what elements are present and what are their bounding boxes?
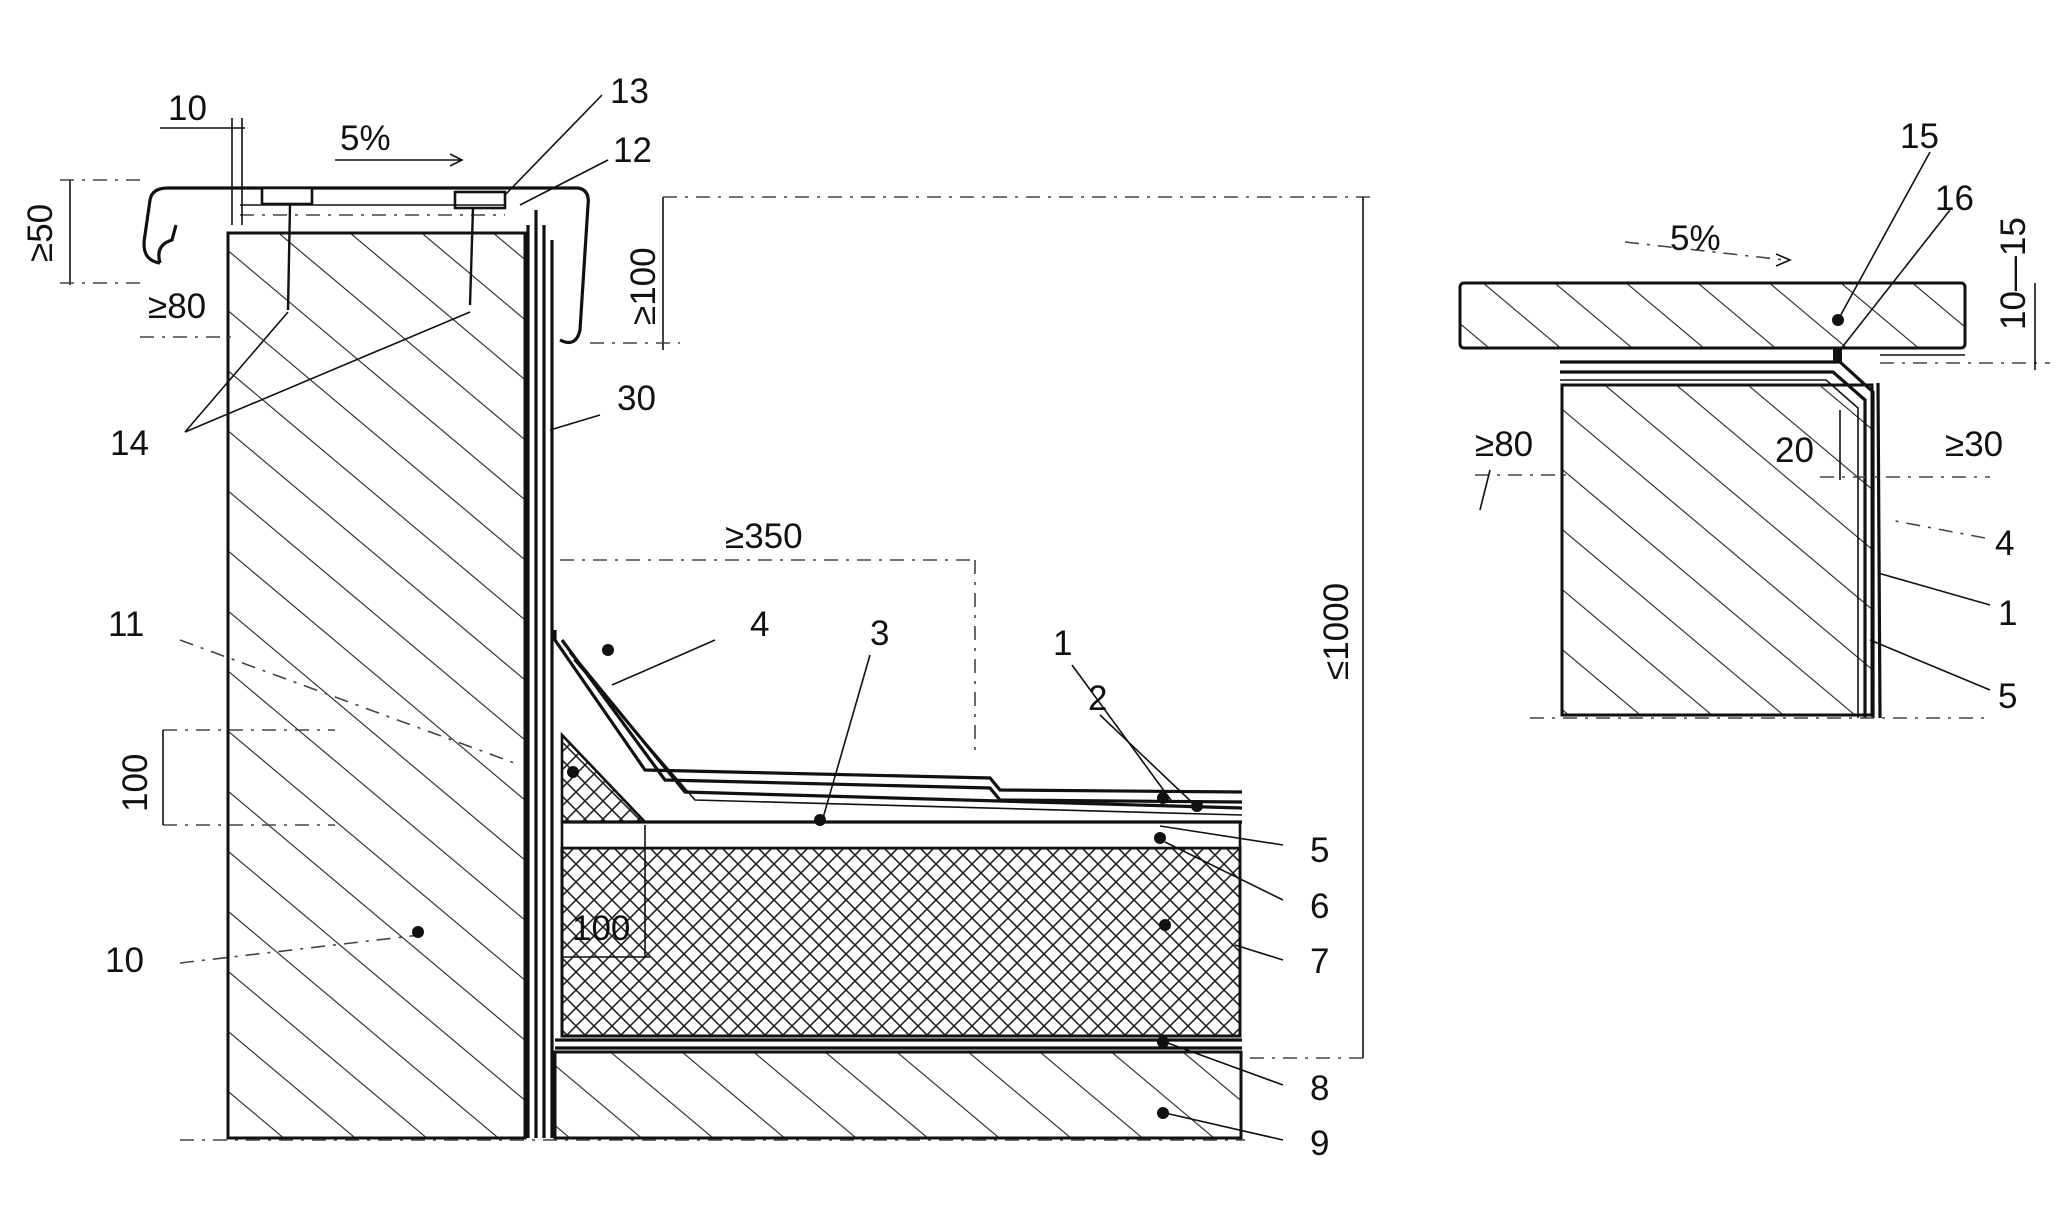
coping-cap xyxy=(142,186,590,344)
insulation-layer xyxy=(560,846,1242,1038)
base-slab xyxy=(553,1050,1243,1140)
dim-30-left: 30 xyxy=(617,379,656,418)
callout-15: 15 xyxy=(1900,117,1939,156)
slope-left: 5% xyxy=(340,119,391,158)
dim-10-15: 10—15 xyxy=(1994,217,2033,330)
dim-ge350: ≥350 xyxy=(725,517,803,556)
callout-12: 12 xyxy=(613,131,652,170)
callout-1-left: 1 xyxy=(1053,624,1072,663)
callout-5-left: 5 xyxy=(1310,831,1329,870)
parapet-wall xyxy=(226,231,527,1140)
callout-4-right: 4 xyxy=(1995,524,2014,563)
fillet xyxy=(560,731,649,824)
dim-10-top: 10 xyxy=(168,89,207,128)
callout-5-right: 5 xyxy=(1998,677,2017,716)
callout-14: 14 xyxy=(110,424,149,463)
callout-8: 8 xyxy=(1310,1069,1329,1108)
callout-2: 2 xyxy=(1088,679,1107,718)
callout-9: 9 xyxy=(1310,1124,1329,1163)
dim-100-vertical: 100 xyxy=(116,754,155,812)
callout-13: 13 xyxy=(610,72,649,111)
coping-slab xyxy=(1458,281,1967,350)
callout-6: 6 xyxy=(1310,887,1329,926)
dim-ge80-right: ≥80 xyxy=(1475,425,1533,464)
membrane-layers xyxy=(526,210,1243,1138)
callout-11: 11 xyxy=(108,605,144,644)
dim-20: 20 xyxy=(1775,431,1814,470)
callout-1-right: 1 xyxy=(1998,594,2017,633)
left-detail: 10 5% 13 12 ≥50 ≥80 ≥100 14 30 ≥350 11 4… xyxy=(21,72,1370,1163)
callout-7: 7 xyxy=(1310,942,1329,981)
callout-16: 16 xyxy=(1935,179,1974,218)
dim-ge30: ≥30 xyxy=(1945,425,2003,464)
screed-layer xyxy=(560,820,1242,850)
dim-ge80-left: ≥80 xyxy=(148,287,206,326)
dim-100-horizontal: 100 xyxy=(572,909,630,948)
right-detail: 15 16 5% 10—15 ≥80 20 ≥30 4 1 5 xyxy=(1458,117,2050,719)
callout-10: 10 xyxy=(105,941,144,980)
callout-3: 3 xyxy=(870,614,889,653)
callout-4-left: 4 xyxy=(750,605,769,644)
right-wall xyxy=(1560,383,1874,717)
dim-ge100: ≥100 xyxy=(624,247,663,325)
dim-ge50: ≥50 xyxy=(21,204,60,262)
slope-right: 5% xyxy=(1670,219,1721,258)
dim-le1000: ≤1000 xyxy=(1317,583,1356,680)
